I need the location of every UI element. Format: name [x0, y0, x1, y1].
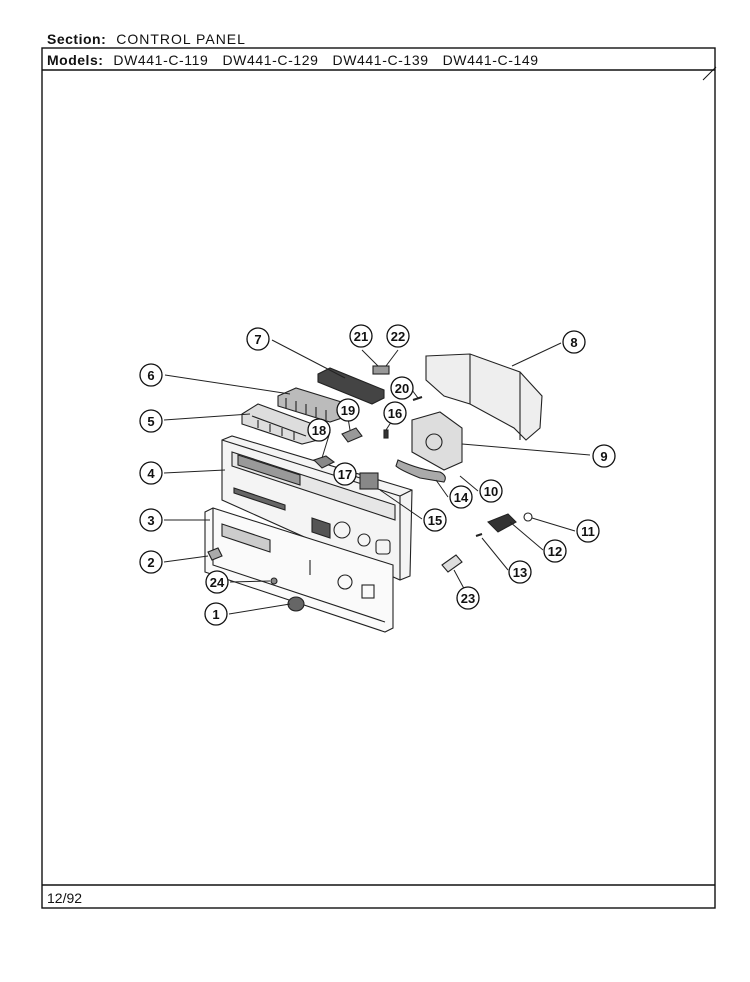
part-20-screw [412, 396, 423, 401]
callout-2: 2 [139, 550, 163, 574]
part-23-lamp [441, 554, 463, 573]
part-24-button [270, 577, 278, 585]
models-label: Models: [47, 52, 104, 68]
callout-6: 6 [139, 363, 163, 387]
callout-5-label: 5 [147, 414, 154, 429]
callout-4: 4 [139, 461, 163, 485]
callout-9: 9 [592, 444, 616, 468]
callout-21-label: 21 [354, 329, 368, 344]
part-16-pin [383, 429, 389, 439]
model-2: DW441-C-129 [222, 52, 319, 68]
callout-20: 20 [390, 376, 414, 400]
callout-18: 18 [307, 418, 331, 442]
callout-19: 19 [336, 398, 360, 422]
callout-13: 13 [508, 560, 532, 584]
callout-16: 16 [383, 401, 407, 425]
corner-mark [702, 66, 717, 81]
callout-7: 7 [246, 327, 270, 351]
part-1-knob [287, 596, 305, 612]
part-19-clip [341, 427, 363, 443]
callout-1-label: 1 [212, 607, 219, 622]
callout-11: 11 [576, 519, 600, 543]
model-4: DW441-C-149 [442, 52, 539, 68]
model-3: DW441-C-139 [332, 52, 429, 68]
part-21-22-block [372, 365, 390, 375]
part-7-lens [317, 367, 385, 405]
page-frame [41, 47, 716, 909]
callout-21: 21 [349, 324, 373, 348]
callout-15-label: 15 [428, 513, 442, 528]
callout-15: 15 [423, 508, 447, 532]
callout-12: 12 [543, 539, 567, 563]
callout-18-label: 18 [312, 423, 326, 438]
part-13-spring [475, 533, 483, 537]
callout-24-label: 24 [210, 575, 225, 590]
callout-6-label: 6 [147, 368, 154, 383]
callout-23: 23 [456, 586, 480, 610]
callout-11-label: 11 [581, 524, 595, 539]
callout-22-label: 22 [391, 329, 405, 344]
part-17-switch [359, 472, 379, 490]
callout-3: 3 [139, 508, 163, 532]
part-4-console [221, 435, 413, 581]
callouts: 1 2 3 4 5 6 7 8 9 10 11 12 13 14 15 16 1… [139, 324, 616, 626]
callout-3-label: 3 [147, 513, 154, 528]
callout-5: 5 [139, 409, 163, 433]
callout-23-label: 23 [461, 591, 475, 606]
part-8-cover [425, 353, 543, 441]
part-11-grommet [523, 512, 533, 522]
part-14-harness [395, 459, 446, 483]
callout-14-label: 14 [454, 490, 469, 505]
callout-16-label: 16 [388, 406, 402, 421]
date-footer: 12/92 [47, 890, 83, 906]
model-1: DW441-C-119 [113, 52, 209, 68]
callout-20-label: 20 [395, 381, 409, 396]
callout-22: 22 [386, 324, 410, 348]
callout-8-label: 8 [570, 335, 577, 350]
callout-1: 1 [204, 602, 228, 626]
models-line: Models: DW441-C-119 DW441-C-129 DW441-C-139… [47, 52, 553, 68]
callout-12-label: 12 [548, 544, 562, 559]
callout-14: 14 [449, 485, 473, 509]
section-value: CONTROL PANEL [116, 31, 246, 47]
callout-2-label: 2 [147, 555, 154, 570]
callout-24: 24 [205, 570, 229, 594]
callout-8: 8 [562, 330, 586, 354]
part-12-switch [487, 513, 517, 533]
callout-10: 10 [479, 479, 503, 503]
part-3-overlay [204, 507, 394, 633]
callout-9-label: 9 [600, 449, 607, 464]
exploded-parts [204, 353, 543, 633]
callout-19-label: 19 [341, 403, 355, 418]
callout-17: 17 [333, 462, 357, 486]
callout-13-label: 13 [513, 565, 527, 580]
section-label: Section: [47, 31, 107, 47]
section-line: Section: CONTROL PANEL [47, 31, 246, 47]
part-2-knob-clip [207, 547, 223, 561]
callout-7-label: 7 [254, 332, 261, 347]
callout-10-label: 10 [484, 484, 498, 499]
callout-4-label: 4 [147, 466, 155, 481]
callout-17-label: 17 [338, 467, 352, 482]
part-9-timer [411, 411, 463, 471]
